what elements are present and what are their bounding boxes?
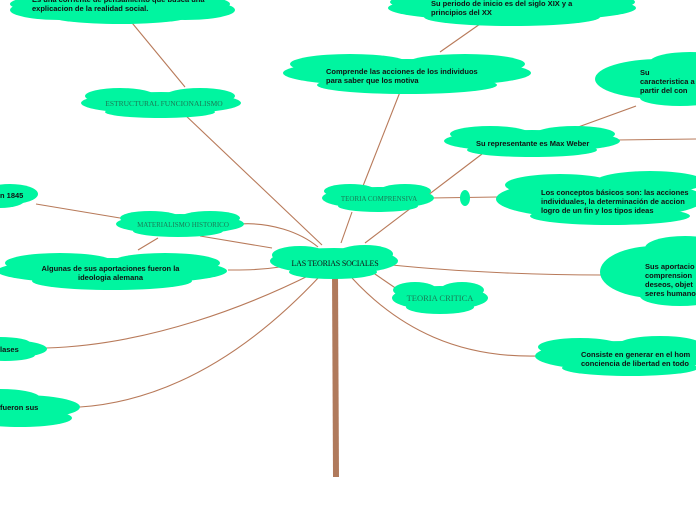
connector-root-aportes <box>227 266 281 271</box>
cloud-comprensiva-periodo <box>388 0 636 26</box>
note-comprensiva-caracteristica: Su caracteristica a partir del con perso… <box>640 68 695 96</box>
connector-root-consiste <box>351 277 539 357</box>
connector-root-fueron <box>79 275 321 408</box>
cloud-root <box>270 245 398 279</box>
connector-root-clases <box>45 273 313 349</box>
cloud-comprensiva-representante <box>444 126 620 157</box>
connector-representante-right <box>614 138 696 141</box>
cloud-materialismo <box>116 211 244 237</box>
cloud-comprensiva-caracteristica <box>595 52 696 106</box>
cloud-critica-consiste <box>535 336 696 376</box>
cloud-comprensiva <box>322 184 434 212</box>
note-materialismo-aportes: Algunas de sus aportaciones fueron la id… <box>41 264 180 282</box>
cloud-critica-aportaciones <box>600 236 696 306</box>
cloud-materialismo-year <box>0 184 38 208</box>
trunk <box>332 271 339 478</box>
cloud-materialismo-aportes <box>0 253 227 290</box>
topic-materialismo-historico[interactable]: MATERIALISMO HISTORICO <box>137 221 229 229</box>
connector-representante-caracteristica <box>569 105 637 131</box>
cloud-critica <box>392 282 488 314</box>
note-comprensiva-acciones: Comprende las acciones de los individuos… <box>326 67 478 85</box>
cloud-comprensiva-acciones <box>283 54 531 94</box>
note-critica-consiste: Consiste en generar en el hom conciencia… <box>581 350 691 368</box>
connector-root-estructural <box>182 112 323 246</box>
connector-estructural-desc <box>127 17 186 88</box>
cloud-small-blob <box>460 190 470 206</box>
note-critica-aportaciones: Sus aportacio comprension deseos, objet … <box>645 262 696 298</box>
cloud-fueron <box>0 389 80 427</box>
connector-comprensiva-acciones <box>362 91 401 187</box>
connector-materialismo-year <box>35 203 121 219</box>
topic-estructural-funcionalismo[interactable]: ESTRUCTURAL FUNCIONALISMO <box>105 99 223 108</box>
topic-teoria-critica[interactable]: TEORIA CRITICA <box>406 293 474 303</box>
root-las-teorias-sociales[interactable]: LAS TEORIAS SOCIALES <box>291 259 379 268</box>
cloud-estructural <box>81 88 241 118</box>
cloud-clases <box>0 337 47 361</box>
note-clases: lases <box>0 345 19 354</box>
connector-root-critica-aportes <box>391 264 603 276</box>
note-estructural-desc: Es una corriente de pensamiento que busc… <box>32 0 205 13</box>
topic-teoria-comprensiva[interactable]: TEORIA COMPRENSIVA <box>340 195 418 203</box>
connector-materialismo-aportes <box>137 237 159 251</box>
note-comprensiva-representante: Su representante es Max Weber <box>476 139 590 148</box>
note-fueron-sus: fueron sus <box>0 403 39 412</box>
note-materialismo-year: n 1845 <box>0 191 24 200</box>
clouds <box>0 0 696 427</box>
connector-root-materialismo-2 <box>199 235 273 249</box>
note-comprensiva-conceptos: Los conceptos básicos son: las acciones … <box>541 188 689 215</box>
connector-acciones-periodo <box>439 23 481 53</box>
cloud-comprensiva-conceptos <box>496 171 696 225</box>
note-comprensiva-periodo: Su periodo de inicio es del siglo XIX y … <box>431 0 573 17</box>
cloud-estructural-desc <box>10 0 235 24</box>
connector-root-materialismo <box>239 223 319 248</box>
connector-root-comprensiva <box>340 211 353 244</box>
